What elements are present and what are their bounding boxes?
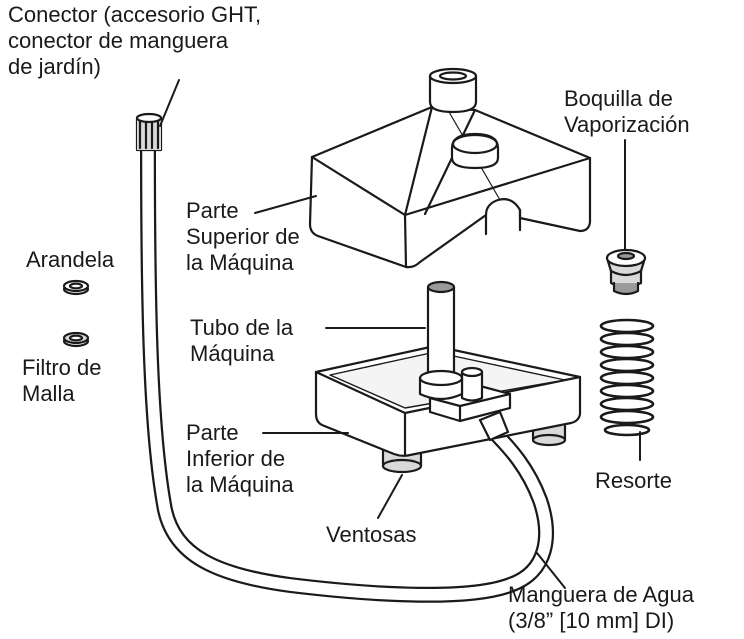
label-spray-nozzle-line-2: Vaporización: [564, 112, 690, 137]
label-machine-top-line-1: Parte: [186, 198, 239, 223]
label-machine-top: Parte Superior de la Máquina: [186, 198, 300, 276]
label-suction-cups-line-1: Ventosas: [326, 522, 417, 547]
label-machine-bottom-line-1: Parte: [186, 420, 239, 445]
hose-connector: [135, 112, 163, 152]
water-hose: [140, 142, 554, 603]
label-machine-top-line-3: la Máquina: [186, 250, 294, 275]
spring: [599, 318, 655, 437]
washer: [62, 279, 90, 296]
label-washer-line-1: Arandela: [26, 247, 115, 272]
spray-nozzle: [605, 248, 647, 296]
label-mesh-filter: Filtro de Malla: [22, 355, 101, 407]
label-water-hose-line-2: (3/8” [10 mm] DI): [508, 608, 675, 633]
label-suction-cups: Ventosas: [326, 522, 417, 548]
label-spray-nozzle: Boquilla de Vaporización: [564, 86, 690, 138]
label-machine-tube-line-2: Máquina: [190, 341, 275, 366]
label-connector-line-2: conector de manguera: [8, 28, 229, 53]
label-washer: Arandela: [26, 247, 114, 273]
label-machine-tube: Tubo de la Máquina: [190, 315, 293, 367]
label-spring: Resorte: [595, 468, 672, 494]
label-connector-line-3: de jardín): [8, 54, 101, 79]
label-mesh-filter-line-1: Filtro de: [22, 355, 102, 380]
label-spray-nozzle-line-1: Boquilla de: [564, 86, 673, 111]
label-machine-bottom-line-3: la Máquina: [186, 472, 294, 497]
label-connector-line-1: Conector (accesorio GHT,: [8, 2, 262, 27]
label-mesh-filter-line-2: Malla: [22, 381, 75, 406]
machine-top: [308, 67, 592, 269]
label-machine-bottom-line-2: Inferior de: [186, 446, 286, 471]
label-connector: Conector (accesorio GHT, conector de man…: [8, 2, 261, 80]
label-machine-top-line-2: Superior de: [186, 224, 300, 249]
leader-lines: [159, 79, 641, 589]
label-machine-tube-line-1: Tubo de la: [190, 315, 294, 340]
label-machine-bottom: Parte Inferior de la Máquina: [186, 420, 294, 498]
machine-bottom: [314, 280, 582, 474]
label-water-hose: Manguera de Agua (3/8” [10 mm] DI): [508, 582, 694, 634]
label-spring-line-1: Resorte: [595, 468, 673, 493]
label-water-hose-line-1: Manguera de Agua: [508, 582, 694, 607]
mesh-filter: [62, 331, 90, 348]
